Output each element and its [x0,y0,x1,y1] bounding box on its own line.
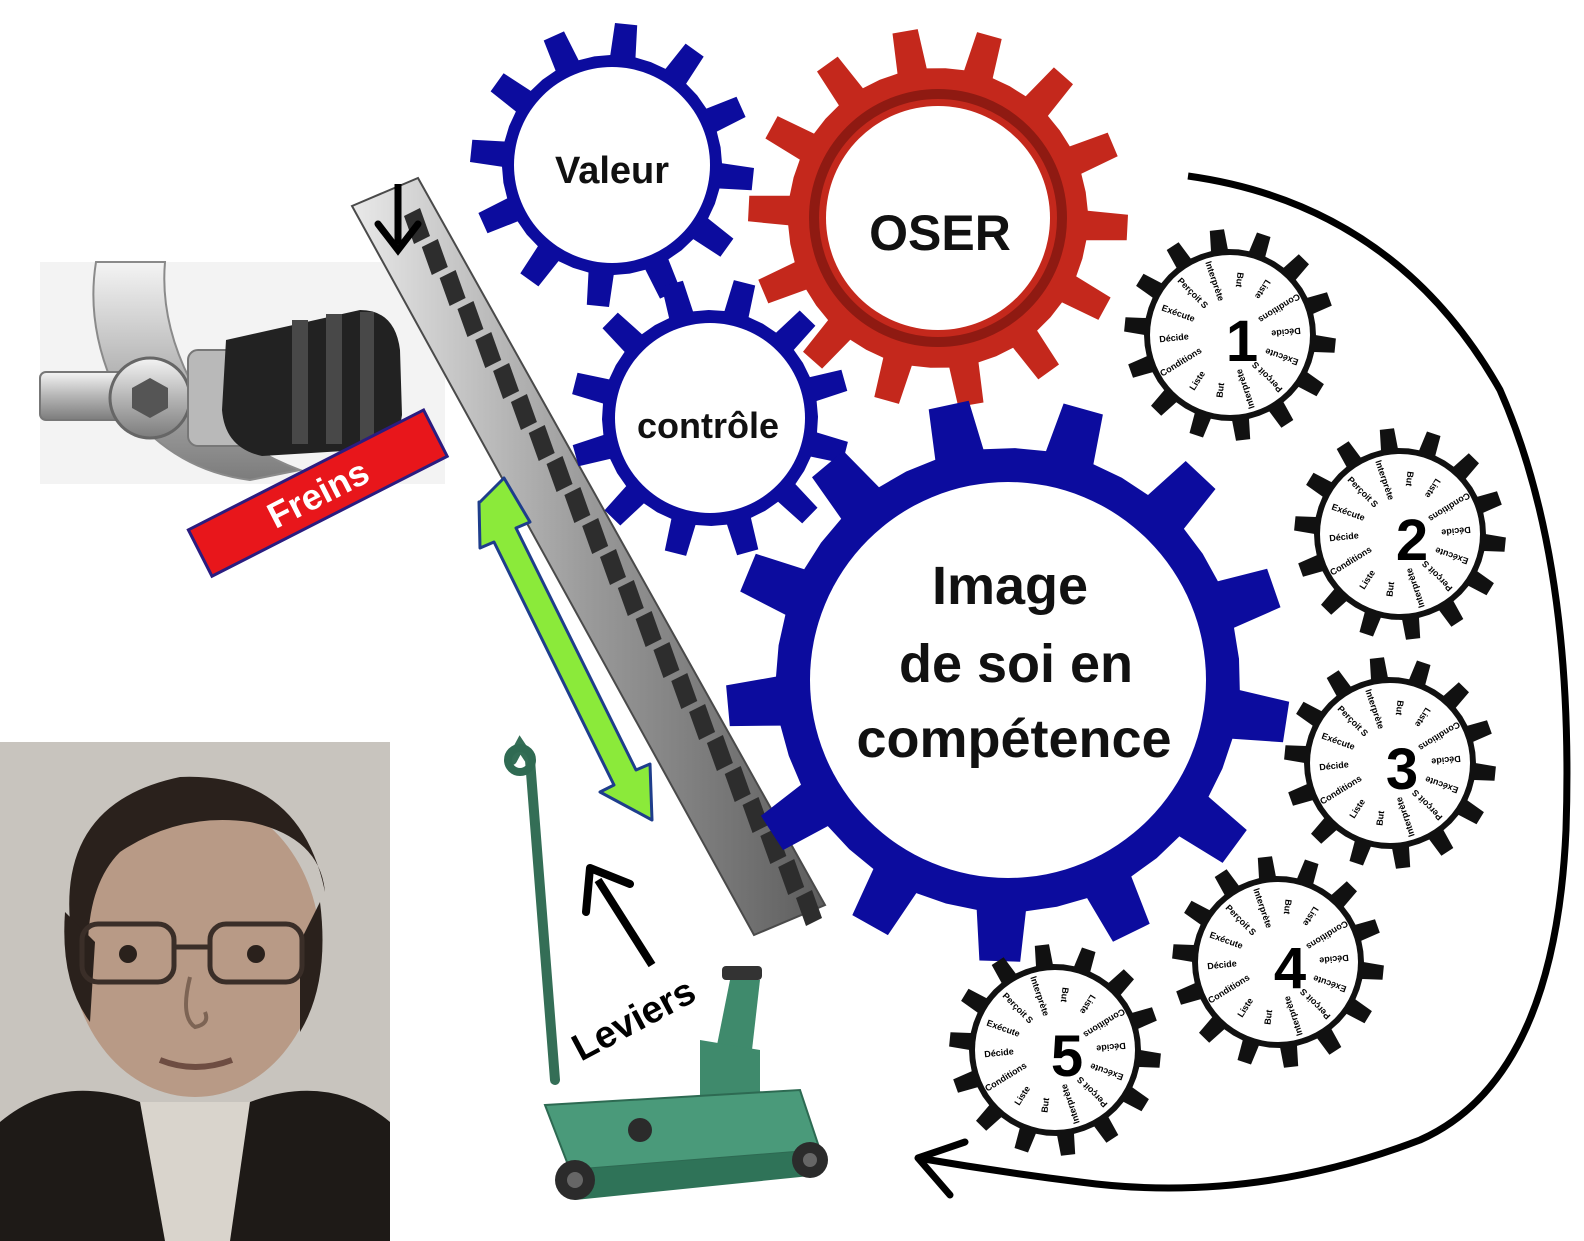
return-arrow [917,172,1571,1192]
rack-tooth [653,642,680,678]
small-gear-word: Décide [1319,953,1349,966]
freins-banner [186,407,450,579]
small-gear-word: Décide [1207,958,1237,971]
gear-valeur [470,23,754,307]
small-gear-face [1150,255,1310,415]
gear-image-line3: compétence [856,709,1171,769]
small-gear-word: Décide [1329,530,1359,543]
small-gear-number: 1 [1226,309,1258,374]
small-gear-face [1198,882,1358,1042]
rack-tooth [778,859,805,895]
small-gear-word: Décide [1431,754,1461,767]
small-gear-word: But [1374,810,1386,826]
small-gear-face [1320,454,1480,614]
gear-oser-hub [826,106,1050,330]
portrait-photo [0,742,390,1241]
leviers-label: Leviers [565,970,702,1070]
small-gear-number: 4 [1274,936,1306,1001]
rack-tooth [724,766,751,802]
rack-tooth [582,518,609,554]
small-gear-word: Décide [1319,759,1349,772]
small-gear-word: But [1039,1097,1051,1113]
rack-tooth [439,270,466,306]
small-gear-word: But [1384,581,1396,597]
gear-oser-label: OSER [869,205,1011,261]
rack-tooth [546,456,573,492]
gear-controle [572,280,848,556]
small-gear-number: 2 [1396,508,1428,573]
rack-tooth [493,363,520,399]
small-gear-2 [1294,428,1506,640]
lever-arrow [594,877,656,968]
small-gear-word: Décide [1096,1041,1126,1054]
small-gear-number: 3 [1386,737,1418,802]
rack-teeth [404,208,822,926]
small-gear-3 [1284,657,1496,869]
rack-tooth [796,890,822,926]
rack-tooth [600,549,626,585]
rack-tooth [689,704,716,740]
small-gear-4 [1172,856,1384,1068]
small-gear-word: Décide [1441,525,1471,538]
rack-tooth [421,239,448,275]
rack-tooth [564,487,591,523]
rack-tooth [475,332,502,368]
small-gear-word: Décide [1159,331,1189,344]
small-gear-number: 5 [1051,1024,1083,1089]
rack-tooth [510,394,537,430]
gear-image [726,400,1290,962]
gear-image-hub [810,482,1206,878]
small-gear-face [975,970,1135,1130]
down-arrow-head [374,220,422,256]
small-gear-5 [949,944,1161,1156]
rack-tooth [706,735,733,771]
small-gear-word: But [1214,382,1226,398]
rack-tooth [617,580,644,616]
small-gear-word: But [1404,471,1416,487]
gear-controle-hub [615,323,805,513]
rack-tooth [635,611,662,647]
small-gear-word: But [1234,272,1246,288]
small-gear-1 [1124,229,1336,441]
gear-oser-ring [809,89,1067,347]
hydraulic-jack-picture [504,735,828,1200]
gear-controle-label: contrôle [637,405,779,446]
small-gear-word: But [1059,987,1071,1003]
gear-image-line1: Image [932,556,1088,616]
gear-valeur-hub [514,67,710,263]
small-gear-word: But [1262,1009,1274,1025]
rack-tooth [742,797,769,833]
small-gear-word: Décide [984,1046,1014,1059]
small-gear-word: But [1394,700,1406,716]
brake-clamp-picture [39,261,445,484]
gear-layer [470,23,1506,1156]
rack-tooth [457,301,484,337]
small-gear-face [1310,683,1470,843]
gear-oser [748,29,1128,407]
return-arrow-head [914,1138,969,1199]
small-gear-word: But [1282,899,1294,915]
gear-valeur-label: Valeur [555,150,669,192]
small-gear-word: Décide [1271,326,1301,339]
lever-arrow-head [582,864,634,916]
rack-tooth [528,425,555,461]
rack-tooth [671,673,698,709]
rack-tooth [760,828,787,864]
gear-image-line2: de soi en [899,634,1133,694]
double-arrow [477,476,654,822]
